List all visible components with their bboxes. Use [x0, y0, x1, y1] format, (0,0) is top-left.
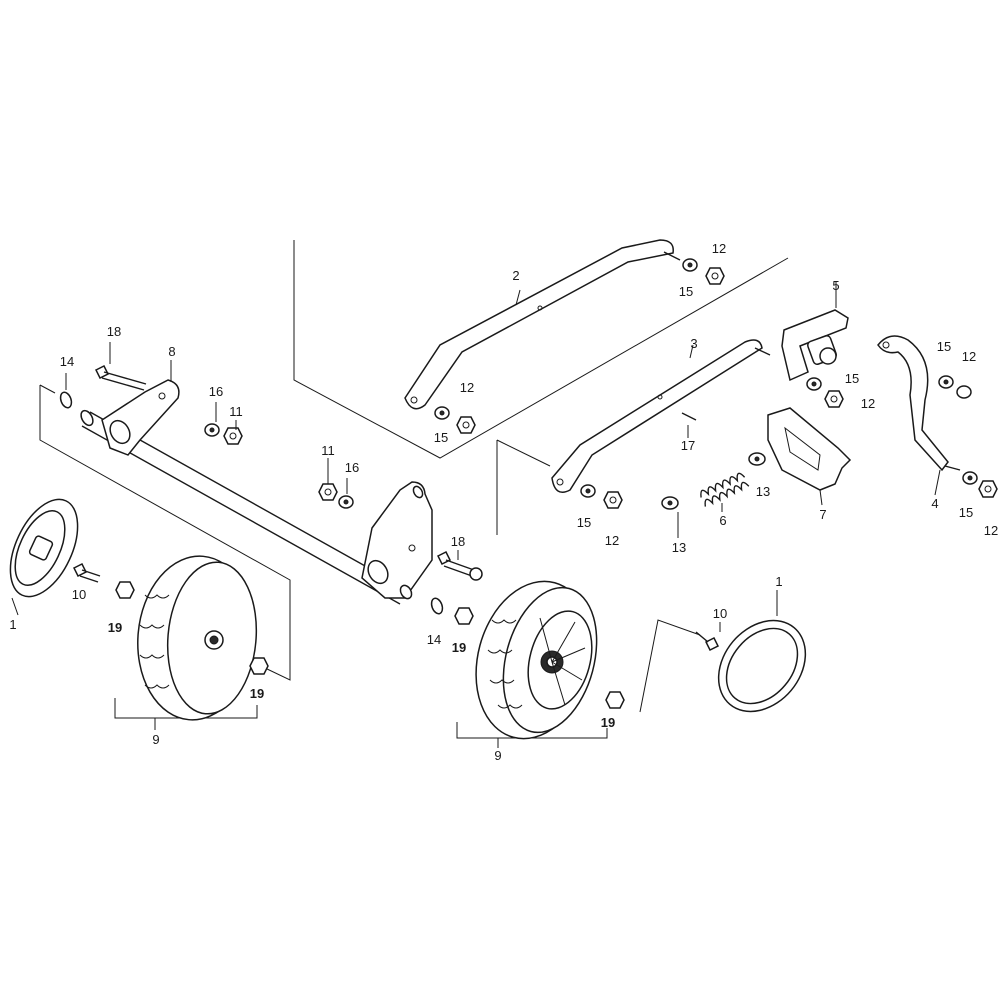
label-9-left: 9: [152, 732, 159, 747]
small-hardware: [59, 258, 998, 709]
label-12-e: 12: [861, 396, 875, 411]
label-15-d: 15: [845, 371, 859, 386]
label-15-c: 15: [577, 515, 591, 530]
label-11-lower: 11: [321, 443, 335, 458]
label-5: 5: [832, 278, 839, 293]
label-10-left: 10: [72, 587, 86, 602]
wheel-left: [137, 555, 258, 730]
bolt-10-left: [72, 562, 101, 583]
label-13-a: 13: [756, 484, 770, 499]
label-15-f: 15: [959, 505, 973, 520]
label-12-c: 12: [605, 533, 619, 548]
clip-plate: [767, 407, 852, 506]
wheel-right: [475, 580, 598, 748]
bolt-18-lower: [436, 550, 483, 581]
label-19-a: 19: [108, 620, 122, 635]
label-12-f: 12: [984, 523, 998, 538]
callout-labels: 1 1 2 3 4 5 6 7 8 9 9 10 10 11 11 12 12 …: [9, 241, 998, 763]
bolt-18-upper: [94, 342, 147, 391]
label-3: 3: [690, 336, 697, 351]
bent-lever: [877, 335, 961, 496]
label-12-a: 12: [712, 241, 726, 256]
label-15-e: 15: [937, 339, 951, 354]
label-18-lower: 18: [451, 534, 465, 549]
label-10-right: 10: [713, 606, 727, 621]
label-16-upper: 16: [209, 384, 223, 399]
label-19-c: 19: [452, 640, 466, 655]
handle-arm-lower: [551, 339, 771, 493]
label-15-b: 15: [434, 430, 448, 445]
label-13-b: 13: [672, 540, 686, 555]
rear-axle: [80, 360, 433, 605]
label-19-b: 19: [250, 686, 264, 701]
label-11-upper: 11: [229, 404, 243, 419]
label-17: 17: [681, 438, 695, 453]
spring: [700, 472, 750, 512]
label-1-left: 1: [9, 617, 16, 632]
label-6: 6: [719, 513, 726, 528]
label-12-b: 12: [460, 380, 474, 395]
label-12-d: 12: [962, 349, 976, 364]
label-14-upper: 14: [60, 354, 74, 369]
label-4: 4: [931, 496, 938, 511]
label-8: 8: [168, 344, 175, 359]
hub-cap-left: [9, 498, 79, 616]
label-16-lower: 16: [345, 460, 359, 475]
hub-cap-right: [717, 590, 807, 713]
label-1-right: 1: [775, 574, 782, 589]
label-9-right: 9: [494, 748, 501, 763]
label-18-upper: 18: [107, 324, 121, 339]
bolt-10-right: [695, 622, 721, 652]
label-19-d: 19: [601, 715, 615, 730]
pivot-bracket: [781, 282, 849, 382]
label-7: 7: [819, 507, 826, 522]
label-15-a: 15: [679, 284, 693, 299]
handle-arm-upper: [404, 239, 681, 410]
label-2: 2: [512, 268, 519, 283]
label-14-lower: 14: [427, 632, 441, 647]
cotter-pin: [681, 412, 697, 438]
